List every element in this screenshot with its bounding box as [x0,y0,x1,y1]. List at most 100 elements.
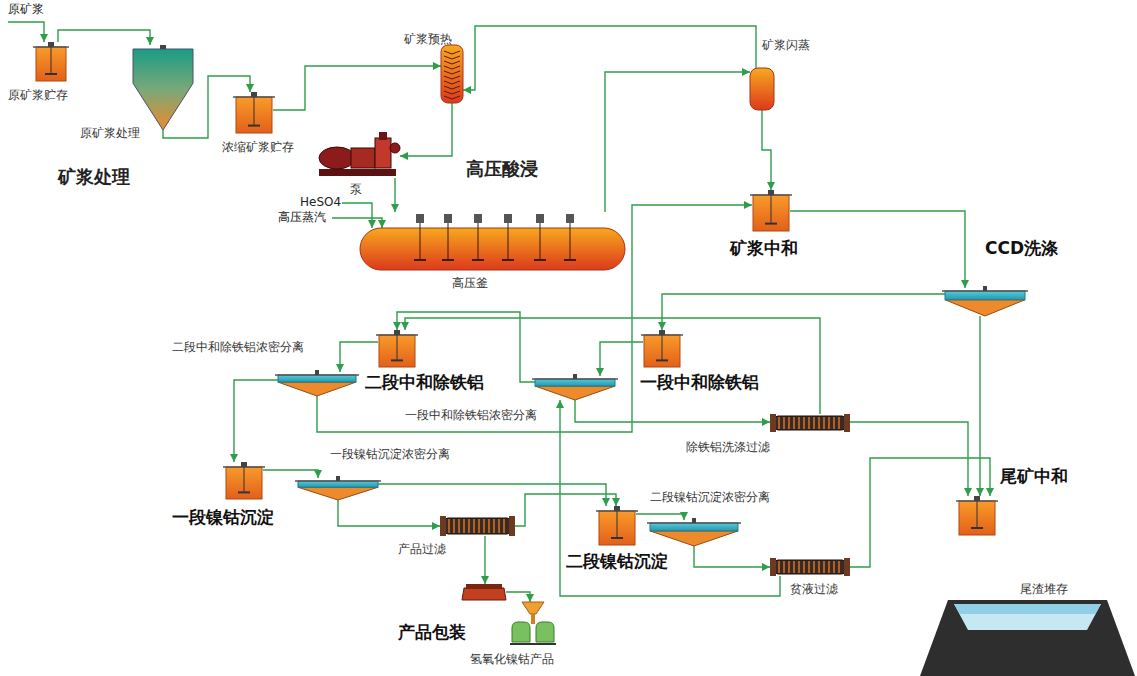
mix-tank-art [641,330,683,367]
section-title: 矿浆处理 [58,166,130,188]
mix-tank: 矿浆中和 [752,190,790,232]
preheater: 矿浆预热 [441,45,463,103]
flow-line [463,26,756,90]
flow-line [340,342,378,372]
pump-symbol: 泵 [315,130,400,178]
preheater-outline [441,45,463,103]
equipment-label: 尾渣堆存 [1020,582,1068,596]
mix-tank-outline [643,330,681,368]
flow-line [506,592,530,602]
equipment-label: 矿浆预热 [404,32,452,46]
tailings-pond-art [920,600,1135,676]
equipment-label: 矿浆中和 [730,238,798,258]
belt-filter: 贫液过滤 [770,558,850,576]
mix-tank-outline [35,42,67,82]
flow-line [397,312,535,382]
belt-filter-art [770,558,850,576]
thickener-art [295,476,381,500]
product-bags-outline [510,602,556,646]
flow-line [378,484,606,506]
mix-tank-outline [225,462,263,500]
feed-label: 高压蒸汽 [278,210,326,224]
mix-tank-art [376,330,418,367]
mix-tank-outline [752,190,790,232]
thickener-art [532,374,618,400]
flow-line [979,316,980,496]
flow-line [575,400,770,422]
belt-filter-outline [440,516,515,536]
equipment-label: CCD洗涤 [985,238,1058,258]
pump-symbol-outline [315,130,400,178]
equipment-label: 一段镍钴沉淀 [172,507,274,527]
flow-line [636,514,684,520]
mix-tank: 一段中和除铁铝 [643,330,681,368]
equipment-label: 氢氧化镍钴产品 [470,652,554,666]
mix-tank-art [956,496,998,535]
equipment-label: 产品过滤 [398,542,446,556]
thickener-art [275,370,359,396]
flow-line [234,380,278,462]
product-bags: 氢氧化镍钴产品 [510,602,556,646]
flash-vessel: 矿浆闪蒸 [750,68,774,110]
mix-tank-art [223,462,265,499]
mix-tank-art [596,506,638,545]
mix-tank-art [750,190,792,231]
packing-machine-art [462,584,506,600]
belt-filter-outline [770,558,850,576]
mix-tank-art [33,42,69,81]
flow-line [790,211,965,288]
belt-filter-outline [770,414,850,432]
mix-tank: 浓缩矿浆贮存 [235,92,273,134]
thickener-art [942,286,1028,316]
flow-line [273,66,441,110]
mix-tank-outline [378,330,416,368]
thickener: 一段中和除铁铝浓密分离 [535,376,615,400]
belt-filter-art [440,516,515,536]
mix-tank: 一段镍钴沉淀 [225,462,263,500]
flash-vessel-outline [750,68,774,110]
steam-feed-line [332,218,382,228]
feed-label: HeSO4 [300,195,341,209]
acid-feed-line [342,203,372,228]
belt-filter: 除铁铝洗涤过滤 [770,414,850,432]
equipment-label: 矿浆闪蒸 [762,38,810,52]
mix-tank-outline [235,92,273,134]
equipment-label: 一段镍钴沉淀浓密分离 [330,447,450,461]
thickener-outline [535,376,615,400]
belt-filter-art [770,414,850,432]
flow-line [338,500,440,526]
product-bags-art [510,602,556,644]
equipment-label: 尾矿中和 [1000,466,1068,486]
equipment-label: 贫液过滤 [790,582,838,596]
section-title: 高压酸浸 [466,158,538,180]
thickener-outline [298,478,378,500]
feed-line [8,22,44,42]
equipment-label: 二段镍钴沉淀 [566,551,668,571]
flow-line [560,400,780,596]
equipment-label: 一段中和除铁铝 [640,372,759,392]
flow-line [263,470,318,478]
flow-line [850,422,968,496]
equipment-label: 原矿浆贮存 [8,88,68,102]
flow-line [484,536,485,584]
mix-tank-art [233,92,275,133]
mix-tank: 尾矿中和 [958,496,996,536]
equipment-label: 产品包装 [398,622,466,642]
feed-label: 原矿浆 [8,2,44,16]
equipment-label: 除铁铝洗涤过滤 [686,440,770,454]
mix-tank: 二段镍钴沉淀 [598,506,636,546]
autoclave: 高压釜 [360,212,625,270]
flow-line [58,30,150,45]
equipment-label: 二段镍钴沉淀浓密分离 [650,490,770,504]
thickener-outline [650,520,738,546]
flow-line [694,546,770,567]
thickener-cone-outline [133,45,193,130]
flow-line [762,110,771,190]
flow-line [394,178,395,212]
mix-tank-outline [958,496,996,536]
thickener-cone-art [133,45,193,130]
flow-line [605,72,750,212]
equipment-label: 二段中和除铁铝浓密分离 [172,340,304,354]
thickener: 二段中和除铁铝浓密分离 [278,372,356,396]
thickener: CCD洗涤 [945,288,1025,316]
